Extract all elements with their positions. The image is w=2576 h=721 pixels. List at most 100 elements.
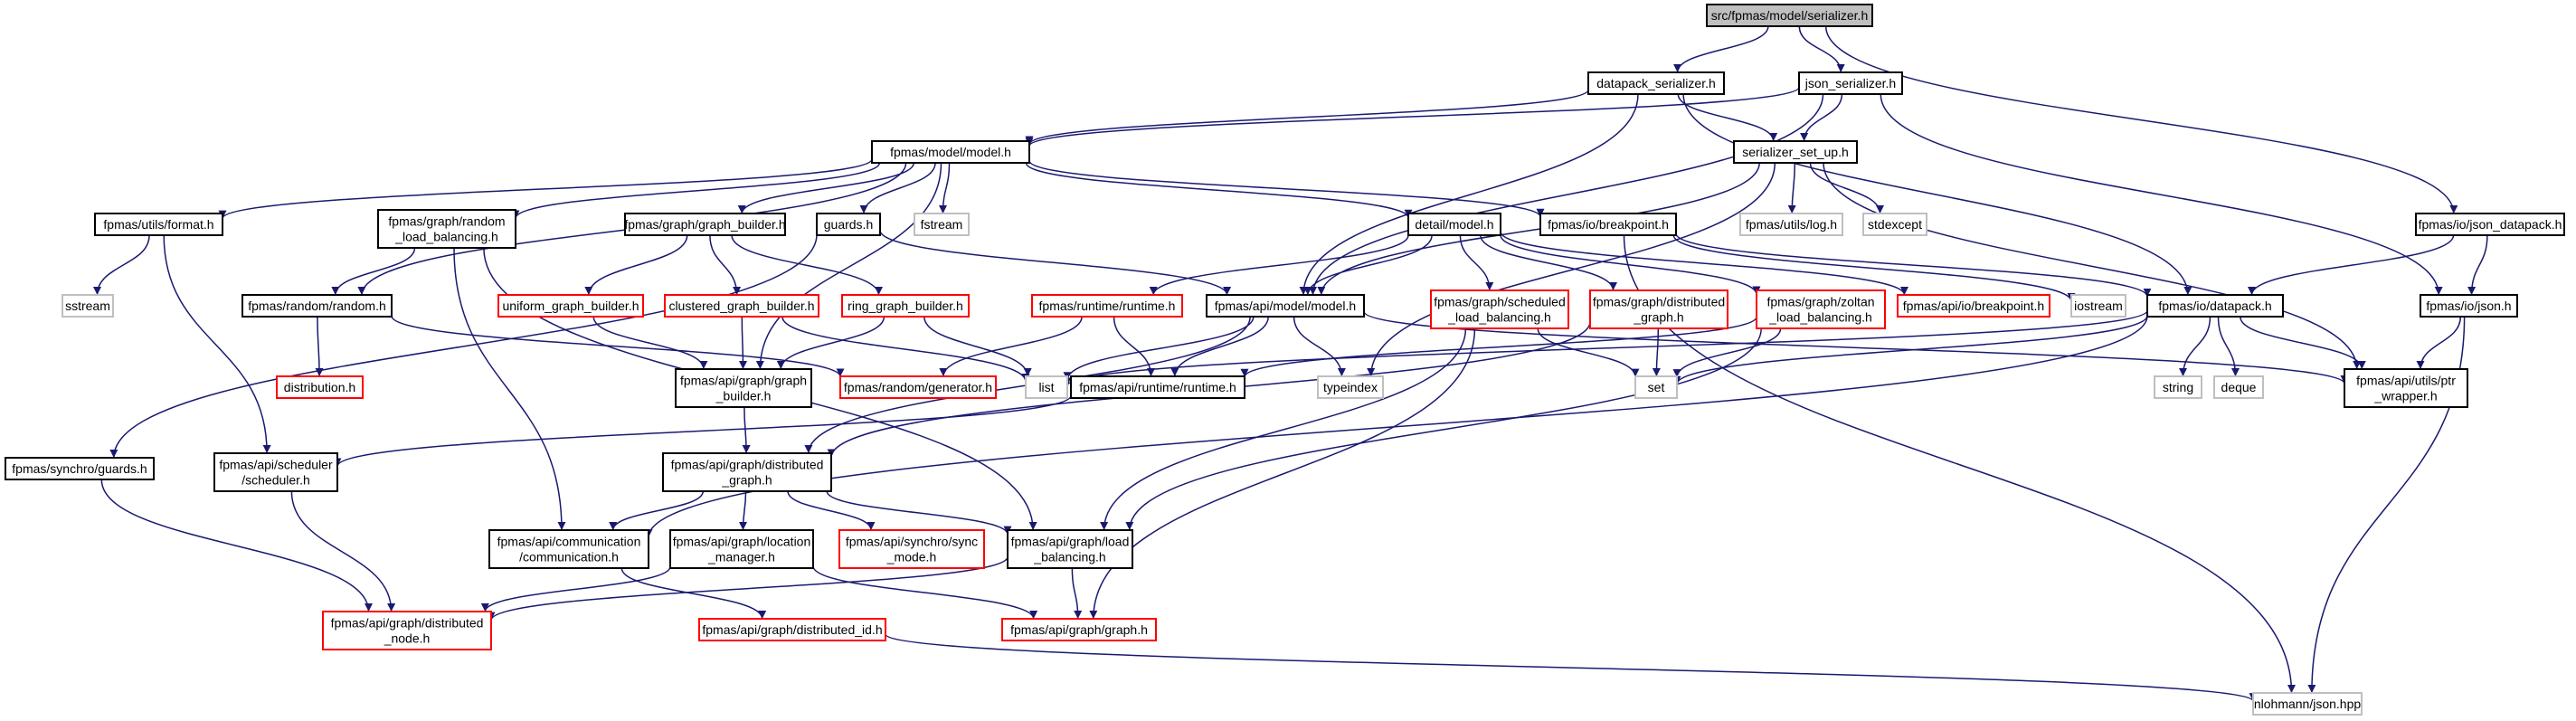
node-box bbox=[1539, 213, 1677, 236]
node-label: fpmas/random/generator.h bbox=[844, 380, 992, 394]
node-label: clustered_graph_builder.h bbox=[668, 299, 814, 313]
edge-runtime_runtime-to-random_generator bbox=[939, 316, 1083, 377]
node-box bbox=[1070, 375, 1245, 399]
node-box bbox=[497, 294, 644, 318]
node-api-runtime[interactable]: fpmas/api/runtime/runtime.h bbox=[1070, 375, 1245, 399]
node-label: serializer_set_up.h bbox=[1742, 145, 1849, 159]
node-list: list bbox=[1025, 375, 1068, 399]
node-datapack-serializer[interactable]: datapack_serializer.h bbox=[1587, 71, 1725, 95]
edge-io_json_datapack-to-io_datapack bbox=[2248, 234, 2455, 296]
node-io-breakpoint[interactable]: fpmas/io/breakpoint.h bbox=[1539, 213, 1677, 236]
node-synchro-guards[interactable]: fpmas/synchro/guards.h bbox=[5, 457, 155, 480]
node-clustered-graph-builder[interactable]: clustered_graph_builder.h bbox=[664, 294, 819, 318]
node-box bbox=[242, 294, 393, 318]
node-box bbox=[377, 209, 516, 249]
node-graph-distributed-graph[interactable]: fpmas/graph/distributed_graph.h bbox=[1589, 289, 1728, 329]
node-api-scheduler[interactable]: fpmas/api/scheduler/scheduler.h bbox=[213, 452, 338, 492]
node-box bbox=[94, 213, 223, 236]
node-ptr-wrapper[interactable]: fpmas/api/utils/ptr_wrapper.h bbox=[2344, 368, 2468, 408]
node-label: fpmas/utils/log.h bbox=[1746, 217, 1837, 232]
node-random-load-balancing[interactable]: fpmas/graph/random_load_balancing.h bbox=[377, 209, 516, 249]
edge-api_model_model-to-typeindex bbox=[1293, 316, 1346, 377]
node-io-json[interactable]: fpmas/io/json.h bbox=[2420, 294, 2518, 318]
node-api-communication[interactable]: fpmas/api/communication/communication.h bbox=[488, 529, 649, 569]
edge-json_serializer-to-fpmas_model bbox=[1025, 86, 1800, 147]
node-distributed-node[interactable]: fpmas/api/graph/distributed_node.h bbox=[322, 611, 492, 650]
node-distributed-id[interactable]: fpmas/api/graph/distributed_id.h bbox=[698, 618, 886, 641]
node-io-datapack[interactable]: fpmas/io/datapack.h bbox=[2146, 294, 2284, 318]
node-graph-builder[interactable]: fpmas/graph/graph_builder.h bbox=[624, 213, 786, 236]
edge-io_json_datapack-to-io_json bbox=[2467, 234, 2488, 296]
node-scheduled-load-balancing[interactable]: fpmas/graph/scheduled_load_balancing.h bbox=[1430, 289, 1569, 329]
edge-fpmas_model-to-guards bbox=[859, 162, 936, 214]
edge-io_datapack-to-list bbox=[1063, 309, 2148, 387]
edge-serializer_set_up-to-ptr_wrapper bbox=[1823, 162, 2362, 370]
node-box bbox=[62, 294, 114, 318]
node-io-json-datapack[interactable]: fpmas/io/json_datapack.h bbox=[2415, 213, 2565, 236]
node-label: guards.h bbox=[824, 217, 873, 232]
node-set: set bbox=[1634, 375, 1678, 399]
node-box bbox=[1430, 289, 1569, 329]
node-label: fpmas/api/graph/load bbox=[1011, 535, 1130, 549]
edge-api_load_balancing-to-api_graph_graph bbox=[1071, 567, 1083, 620]
edge-graph_builder-to-clustered_graph_builder bbox=[709, 234, 742, 296]
edge-api_runtime-to-api_scheduler bbox=[333, 394, 1072, 467]
node-utils-format[interactable]: fpmas/utils/format.h bbox=[94, 213, 223, 236]
node-box bbox=[1007, 529, 1133, 569]
node-label: set bbox=[1648, 380, 1665, 394]
edge-synchro_guards-to-distributed_node bbox=[100, 479, 373, 612]
edge-io_datapack-to-api_communication bbox=[644, 316, 2148, 538]
node-box bbox=[1798, 71, 1903, 95]
edge-api_distributed_graph-to-api_communication bbox=[609, 490, 705, 531]
node-label: fpmas/graph/zoltan bbox=[1766, 295, 1874, 309]
edge-fpmas_model-to-api_graph_builder bbox=[755, 162, 942, 370]
node-uniform-graph-builder[interactable]: uniform_graph_builder.h bbox=[497, 294, 644, 318]
edge-graph_distributed_graph-to-set bbox=[1652, 327, 1661, 377]
node-serializer-set-up[interactable]: serializer_set_up.h bbox=[1733, 140, 1858, 164]
node-fpmas-model[interactable]: fpmas/model/model.h bbox=[871, 140, 1030, 164]
node-label: fpmas/random/random.h bbox=[248, 299, 386, 313]
node-label: json_serializer.h bbox=[1804, 76, 1896, 90]
node-label: fpmas/graph/random bbox=[388, 214, 505, 229]
node-label: fpmas/api/synchro/sync bbox=[846, 535, 978, 549]
node-api-load-balancing[interactable]: fpmas/api/graph/load_balancing.h bbox=[1007, 529, 1133, 569]
node-sync-mode[interactable]: fpmas/api/synchro/sync_mode.h bbox=[838, 529, 985, 569]
node-location-manager[interactable]: fpmas/api/graph/location_manager.h bbox=[669, 529, 814, 569]
node-box bbox=[1587, 71, 1725, 95]
edge-api_model_model-to-api_runtime bbox=[1170, 316, 1269, 377]
node-api-io-breakpoint[interactable]: fpmas/api/io/breakpoint.h bbox=[1897, 294, 2050, 318]
node-string: string bbox=[2154, 375, 2202, 399]
node-box bbox=[488, 529, 649, 569]
node-runtime-runtime[interactable]: fpmas/runtime/runtime.h bbox=[1031, 294, 1183, 318]
node-api-model-model[interactable]: fpmas/api/model/model.h bbox=[1206, 294, 1365, 318]
node-box bbox=[2415, 213, 2565, 236]
node-label: stdexcept bbox=[1868, 217, 1922, 232]
edge-datapack_serializer-to-serializer_set_up bbox=[1677, 93, 1778, 142]
node-api-graph-graph[interactable]: fpmas/api/graph/graph.h bbox=[1001, 618, 1157, 641]
node-distribution[interactable]: distribution.h bbox=[276, 375, 364, 399]
node-box bbox=[664, 294, 819, 318]
node-ring-graph-builder[interactable]: ring_graph_builder.h bbox=[841, 294, 970, 318]
node-zoltan-load-balancing[interactable]: fpmas/graph/zoltan_load_balancing.h bbox=[1756, 289, 1886, 329]
node-box bbox=[1407, 213, 1501, 236]
node-json-serializer[interactable]: json_serializer.h bbox=[1798, 71, 1903, 95]
node-detail-model[interactable]: detail/model.h bbox=[1407, 213, 1501, 236]
node-label: fpmas/runtime/runtime.h bbox=[1039, 299, 1176, 313]
node-label: fpmas/graph/distributed bbox=[1593, 295, 1725, 309]
node-box bbox=[1317, 375, 1384, 399]
edge-zoltan_load_balancing-to-api_load_balancing bbox=[1125, 327, 1762, 531]
edge-utils_format-to-api_scheduler bbox=[163, 234, 271, 454]
node-label: ring_graph_builder.h bbox=[848, 299, 963, 313]
node-api-distributed-graph[interactable]: fpmas/api/graph/distributed_graph.h bbox=[662, 452, 832, 492]
edge-api_distributed_graph-to-sync_mode bbox=[787, 490, 876, 531]
node-guards[interactable]: guards.h bbox=[816, 213, 881, 236]
node-iostream: iostream bbox=[2070, 294, 2126, 318]
node-label: fpmas/synchro/guards.h bbox=[12, 461, 147, 476]
node-random-random[interactable]: fpmas/random/random.h bbox=[242, 294, 393, 318]
node-root[interactable]: src/fpmas/model/serializer.h bbox=[1706, 4, 1873, 27]
node-api-graph-builder[interactable]: fpmas/api/graph/graph_builder.h bbox=[675, 368, 812, 408]
node-nlohmann: nlohmann/json.hpp bbox=[2252, 692, 2363, 716]
node-box bbox=[1706, 4, 1873, 27]
node-random-generator[interactable]: fpmas/random/generator.h bbox=[839, 375, 997, 399]
node-label: _load_balancing.h bbox=[394, 230, 498, 244]
